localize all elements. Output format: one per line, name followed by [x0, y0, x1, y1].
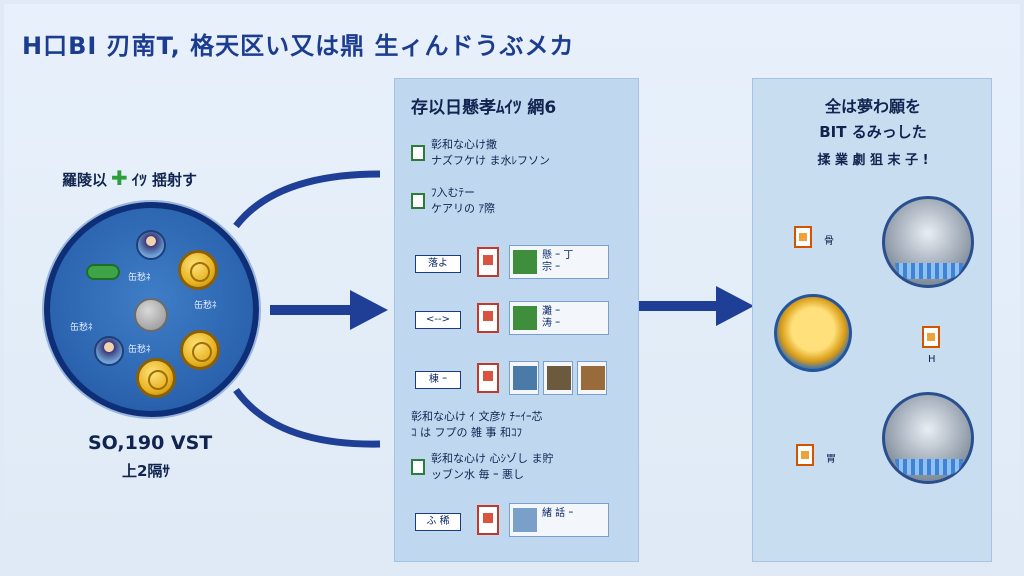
row-card: 灘 ｰ涛 ｰ — [509, 301, 609, 335]
row-card — [577, 361, 607, 395]
note-line: ﾌ入むﾃー — [431, 186, 475, 199]
pool-label-a: 羅陵以 — [62, 171, 108, 189]
pool-text: 缶愁ﾈ — [194, 301, 217, 311]
row-card: 懸 ｰ 丁宗 ｰ — [509, 245, 609, 279]
row-tag: ふ 稀 — [415, 513, 461, 531]
note-item: 彰和な心け撒ナズフケけ ま水ﾚフソン — [411, 137, 550, 169]
pool-amount: SO,190 VST — [88, 432, 213, 454]
row-card — [543, 361, 573, 395]
note-line: ｺ は フプの 雑 事 和ｺﾌ — [411, 426, 522, 439]
note-line: ケアリの ｱ際 — [431, 202, 495, 215]
image-icon — [513, 250, 537, 274]
process-panel-title: 存以日懸孝ﾑｲﾂ 網6 — [411, 98, 557, 118]
row-tag: 落よ — [415, 255, 461, 273]
coin-hub-icon — [774, 294, 852, 372]
node-label: 胃 — [826, 454, 836, 465]
green-pill-icon — [86, 264, 120, 280]
card-label: 灘 ｰ — [542, 306, 561, 317]
main-arrow-right-head — [716, 286, 754, 326]
doc-node-icon — [796, 444, 814, 466]
note-item: 彰和な心け ｲ 文彦ｹ ﾁｰｲｰ芯 ｺ は フプの 雑 事 和ｺﾌ — [411, 409, 543, 441]
note-line: ナズフケけ ま水ﾚフソン — [431, 154, 550, 167]
red-doc-icon — [477, 363, 499, 393]
avatar-token-icon — [136, 230, 166, 260]
gold-coin-icon — [178, 250, 218, 290]
network-title: 揉 業 劇 狙 末 子 ! — [817, 153, 929, 168]
image-icon — [547, 366, 571, 390]
image-icon — [513, 306, 537, 330]
pool-label-b: ｲﾂ 揺射す — [131, 171, 198, 189]
note-line: 彰和な心け撒 — [431, 138, 497, 151]
document-icon — [411, 145, 425, 161]
doc-node-icon — [794, 226, 812, 248]
token-pool-circle: 缶愁ﾈ 缶愁ﾈ 缶愁ﾈ 缶愁ﾈ — [44, 202, 259, 417]
avatar-token-icon — [94, 336, 124, 366]
storage-node-icon — [882, 392, 974, 484]
row-card — [509, 361, 539, 395]
row-card: 緒 話 ｰ — [509, 503, 609, 537]
pool-text: 缶愁ﾈ — [70, 323, 93, 333]
card-label: 緒 話 ｰ — [542, 508, 574, 519]
pool-subtitle: 上2隔ｻ — [122, 462, 170, 480]
note-line: 彰和な心け 心ｼゾし ま貯 — [431, 452, 554, 465]
process-panel: 存以日懸孝ﾑｲﾂ 網6 彰和な心け撒ナズフケけ ま水ﾚフソン ﾌ入むﾃーケアリの… — [394, 78, 639, 562]
note-line: ッブン水 毎 ｰ 悪し — [431, 468, 524, 481]
document-icon — [411, 193, 425, 209]
pool-text: 缶愁ﾈ — [128, 345, 151, 355]
image-icon — [513, 366, 537, 390]
storage-node-icon — [882, 196, 974, 288]
doc-node-icon — [922, 326, 940, 348]
upper-curve-arrow — [233, 170, 381, 229]
card-label: 涛 ｰ — [542, 318, 561, 329]
process-row: 落よ 懸 ｰ 丁宗 ｰ — [415, 245, 615, 279]
red-doc-icon — [477, 303, 499, 333]
note-item: 彰和な心け 心ｼゾし ま貯ッブン水 毎 ｰ 悪し — [411, 451, 554, 483]
document-icon — [411, 459, 425, 475]
pool-text: 缶愁ﾈ — [128, 273, 151, 283]
node-label: H — [928, 354, 936, 365]
process-row: <--> 灘 ｰ涛 ｰ — [415, 301, 615, 335]
main-arrow-left-head — [350, 290, 388, 330]
row-tag: 棟 ｰ — [415, 371, 461, 389]
card-label: 宗 ｰ — [542, 262, 561, 273]
pool-label: 羅陵以✚ｲﾂ 揺射す — [62, 166, 197, 190]
note-item: ﾌ入むﾃーケアリの ｱ際 — [411, 185, 495, 217]
node-label: 骨 — [824, 236, 834, 247]
page-title: H口BI 刃南T, 格天区い又は鼎 生ィんドうぶメカ — [22, 32, 575, 60]
image-icon — [581, 366, 605, 390]
process-row: 棟 ｰ — [415, 361, 615, 395]
network-title: 全は夢わ願を — [824, 97, 921, 116]
gray-token-icon — [134, 298, 168, 332]
row-tag: <--> — [415, 311, 461, 329]
red-doc-icon — [477, 505, 499, 535]
card-label: 懸 ｰ 丁 — [542, 250, 574, 261]
chart-icon — [513, 508, 537, 532]
network-title: BIT るみっした — [819, 123, 927, 141]
gold-coin-icon — [136, 358, 176, 398]
lower-curve-arrow — [233, 387, 381, 448]
process-row: ふ 稀 緒 話 ｰ — [415, 503, 615, 537]
plus-icon: ✚ — [111, 166, 128, 190]
gold-coin-icon — [180, 330, 220, 370]
red-doc-icon — [477, 247, 499, 277]
note-line: 彰和な心け ｲ 文彦ｹ ﾁｰｲｰ芯 — [411, 410, 543, 423]
diagram-canvas: H口BI 刃南T, 格天区い又は鼎 生ィんドうぶメカ 羅陵以✚ｲﾂ 揺射す 缶愁… — [4, 4, 1020, 572]
